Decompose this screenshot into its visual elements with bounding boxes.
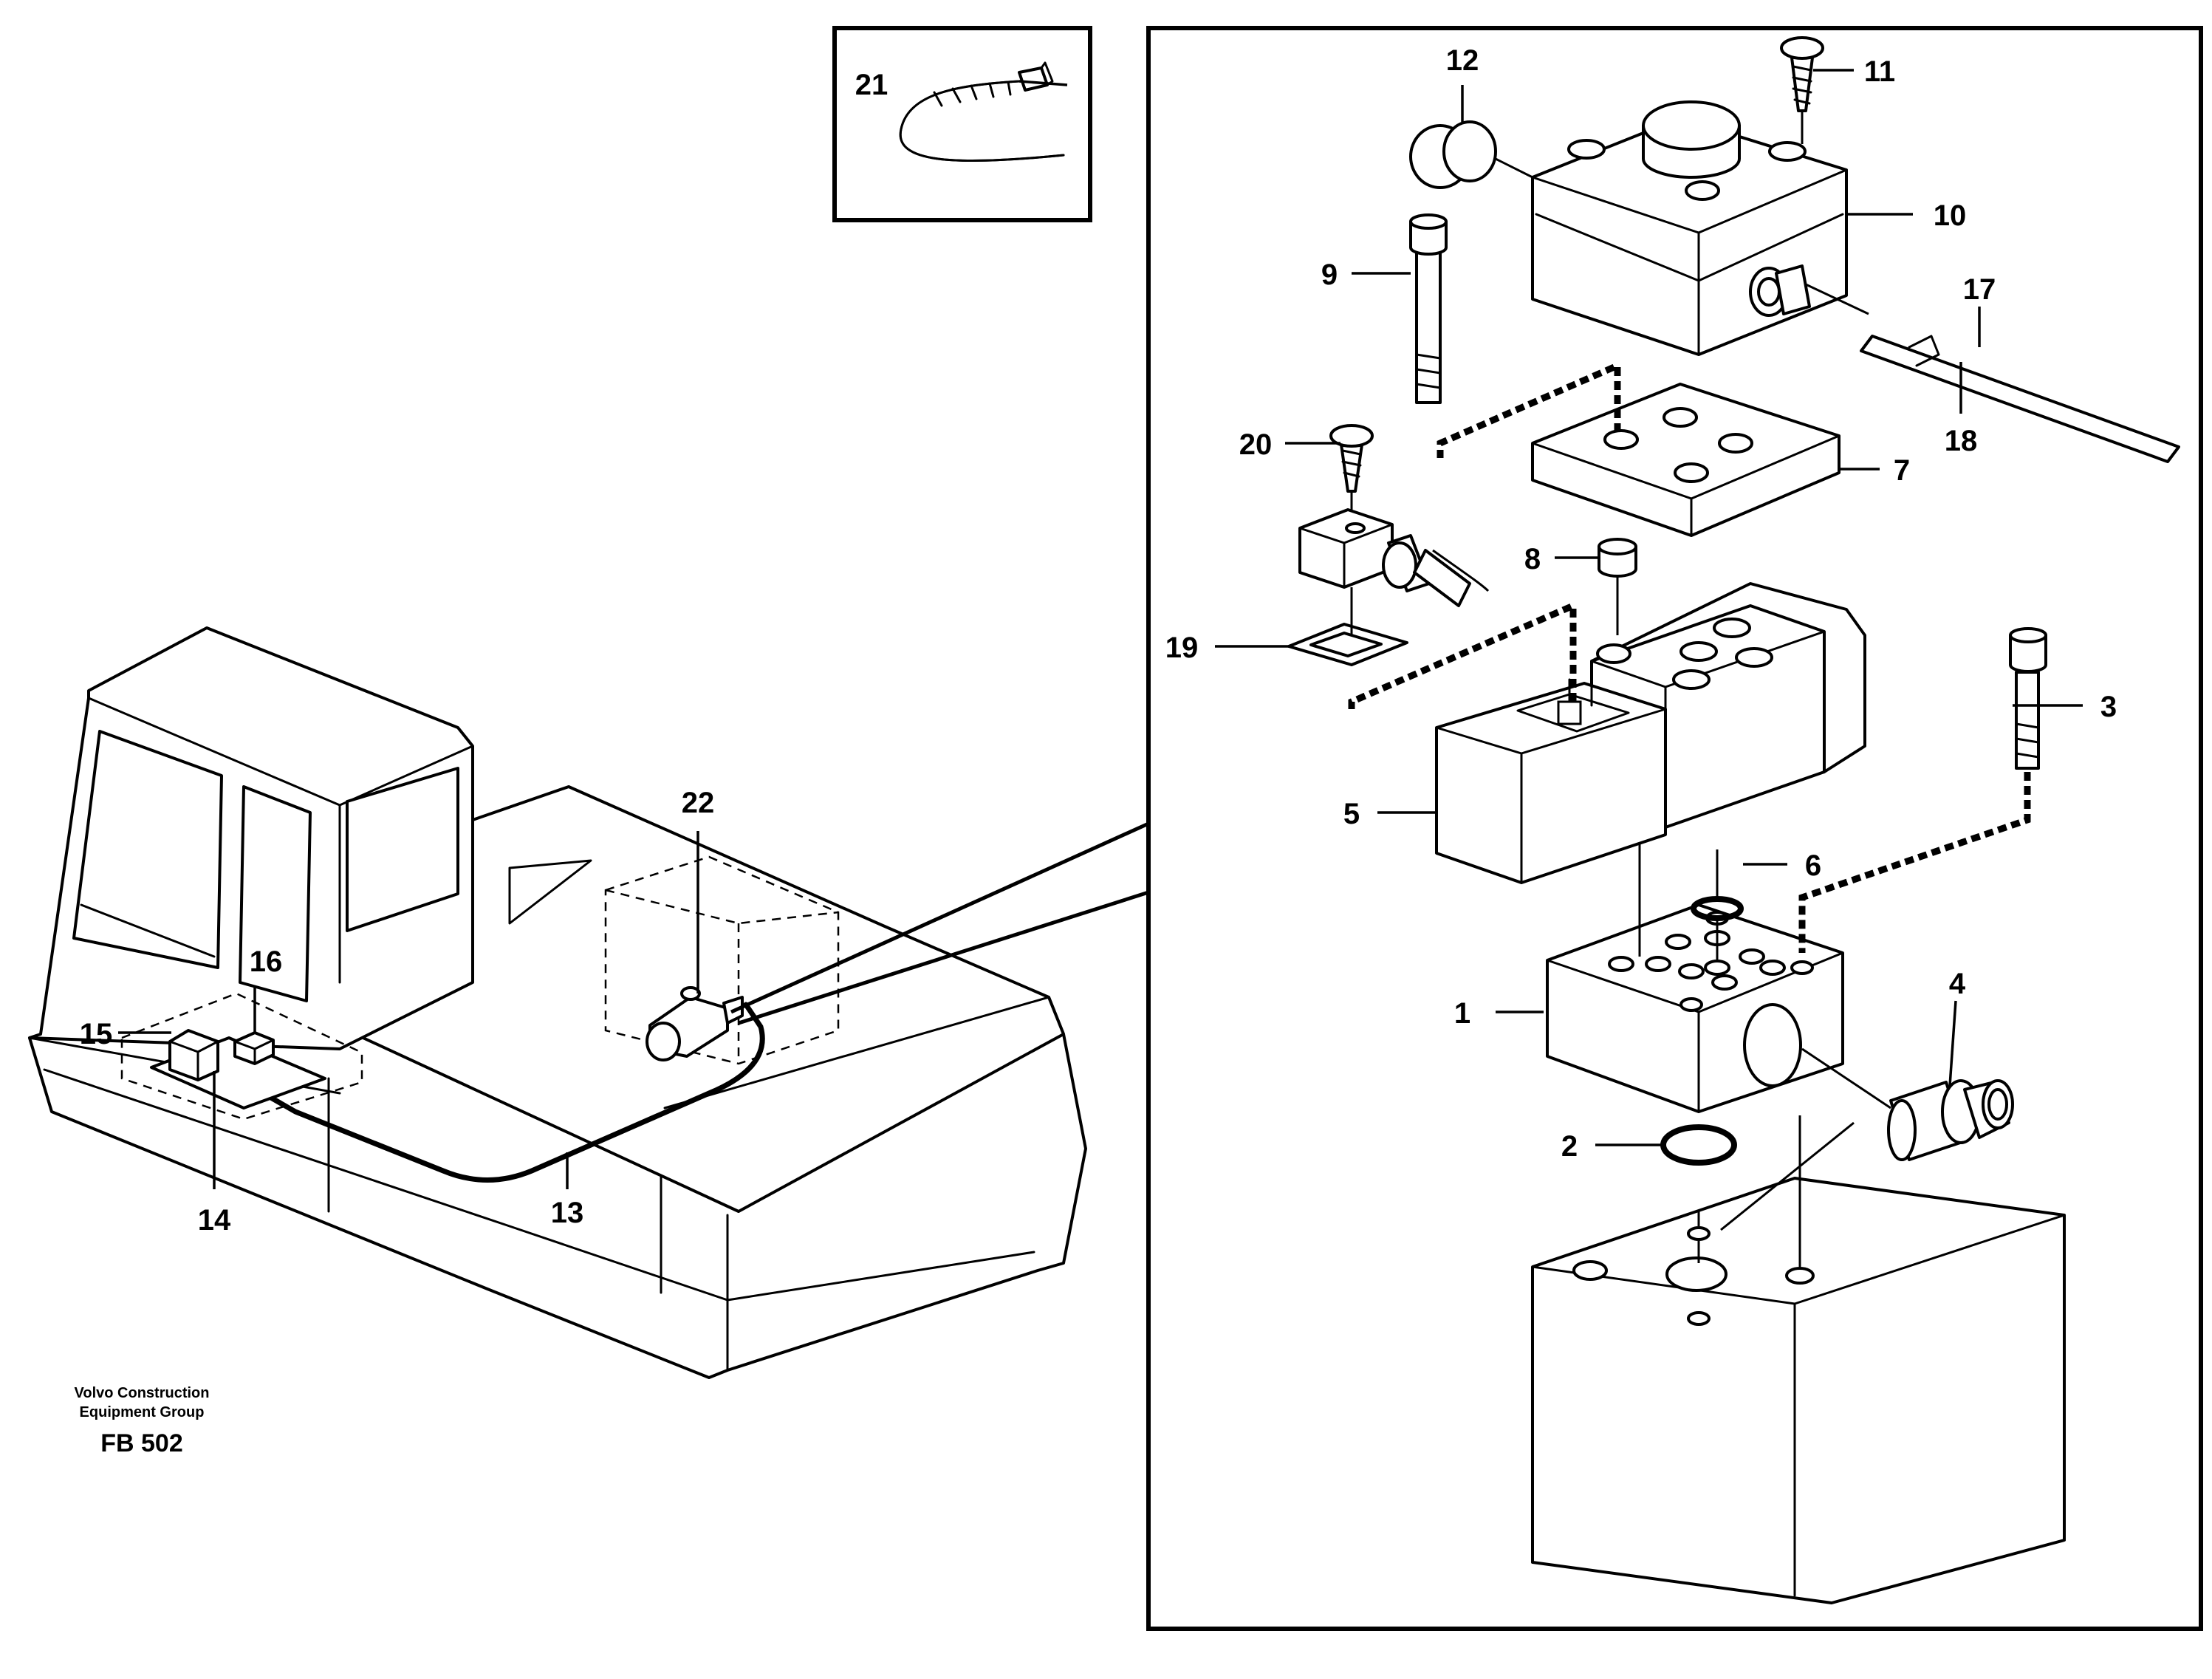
callout-17: 17 [1963, 273, 1996, 306]
callout-7: 7 [1894, 454, 1910, 487]
callout-16: 16 [250, 945, 283, 978]
callout-5: 5 [1343, 798, 1360, 830]
callout-14: 14 [198, 1204, 231, 1237]
valve-assembly-detail [1287, 36, 2180, 1604]
callout-9: 9 [1321, 259, 1338, 291]
callout-11: 11 [1864, 55, 1895, 88]
callout-20: 20 [1239, 428, 1273, 461]
callout-2: 2 [1561, 1130, 1578, 1163]
callout-4: 4 [1949, 968, 1966, 1000]
callout-21: 21 [855, 69, 888, 101]
figure-footer: Volvo Construction Equipment Group FB 50… [75, 1385, 210, 1457]
callout-labels: 1 2 3 4 5 6 7 8 9 10 11 12 13 14 15 16 1… [80, 44, 2117, 1237]
callout-12: 12 [1446, 44, 1479, 77]
callout-6: 6 [1805, 849, 1821, 882]
excavator-overview [28, 626, 1150, 1379]
company-name-line1: Volvo Construction [75, 1385, 210, 1401]
company-name-line2: Equipment Group [80, 1404, 205, 1420]
callout-18: 18 [1945, 425, 1978, 457]
detail-frame [1146, 26, 2203, 1631]
callout-3: 3 [2100, 691, 2117, 723]
callout-10: 10 [1934, 199, 1967, 232]
figure-code: FB 502 [100, 1429, 183, 1457]
callout-22: 22 [682, 787, 715, 819]
callout-8: 8 [1524, 543, 1541, 575]
callout-13: 13 [551, 1197, 584, 1229]
callout-19: 19 [1165, 632, 1199, 664]
leader-lines [118, 69, 2083, 1189]
callout-15: 15 [80, 1018, 113, 1050]
cable-tie-inset [832, 26, 1092, 222]
callout-1: 1 [1454, 997, 1470, 1030]
